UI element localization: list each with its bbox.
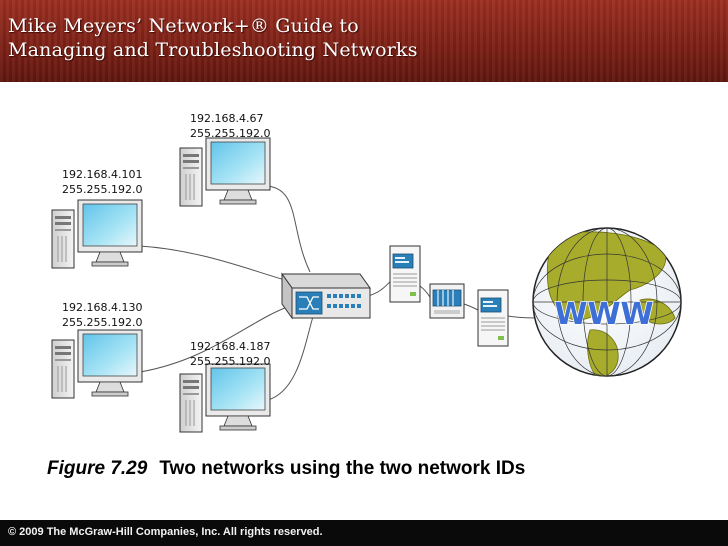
desktop-computer-icon [51, 329, 143, 399]
server-icon [389, 245, 421, 303]
figure-caption: Figure 7.29 Two networks using the two ne… [47, 458, 525, 480]
pc-bottom-ip: 192.168.4.187 [190, 340, 271, 353]
figure-caption-text: Two networks using the two network IDs [159, 458, 526, 479]
cable-bottom-pc [267, 309, 316, 401]
globe-icon: WWW [532, 227, 682, 377]
banner-title-line2: Managing and Troubleshooting Networks [8, 39, 418, 61]
www-label: WWW [554, 297, 653, 332]
cable-router-server2 [463, 303, 479, 311]
copyright-footer: © 2009 The McGraw-Hill Companies, Inc. A… [0, 520, 728, 546]
cable-top-pc [267, 185, 311, 273]
pc-left-upper-label: 192.168.4.101 255.255.192.0 [62, 167, 142, 197]
router-icon [429, 283, 465, 319]
cable-left-lower-pc [139, 305, 291, 373]
figure-number: Figure 7.29 [47, 458, 148, 479]
pc-top-ip: 192.168.4.67 [190, 112, 264, 125]
pc-left-upper-mask: 255.255.192.0 [62, 183, 143, 196]
desktop-computer-icon [51, 199, 143, 269]
title-banner: Mike Meyers’ Network+® Guide to Managing… [0, 0, 728, 82]
desktop-computer-icon [179, 363, 271, 433]
cables [139, 185, 541, 401]
banner-title: Mike Meyers’ Network+® Guide to Managing… [8, 14, 418, 62]
pc-top-label: 192.168.4.67 255.255.192.0 [190, 111, 270, 141]
pc-bottom-mask: 255.255.192.0 [190, 355, 271, 368]
desktop-computer-icon [179, 137, 271, 207]
cable-left-upper-pc [139, 245, 286, 281]
pc-bottom-label: 192.168.4.187 255.255.192.0 [190, 339, 270, 369]
banner-texture [0, 0, 728, 82]
server-icon [477, 289, 509, 347]
pc-left-upper-ip: 192.168.4.101 [62, 168, 143, 181]
cable-switch-server1 [367, 279, 393, 297]
network-switch-icon [281, 272, 371, 320]
pc-left-lower-label: 192.168.4.130 255.255.192.0 [62, 300, 142, 330]
copyright-text: © 2009 The McGraw-Hill Companies, Inc. A… [8, 526, 323, 538]
pc-left-lower-mask: 255.255.192.0 [62, 316, 143, 329]
banner-title-line1: Mike Meyers’ Network+® Guide to [8, 15, 359, 37]
pc-left-lower-ip: 192.168.4.130 [62, 301, 143, 314]
pc-top-mask: 255.255.192.0 [190, 127, 271, 140]
